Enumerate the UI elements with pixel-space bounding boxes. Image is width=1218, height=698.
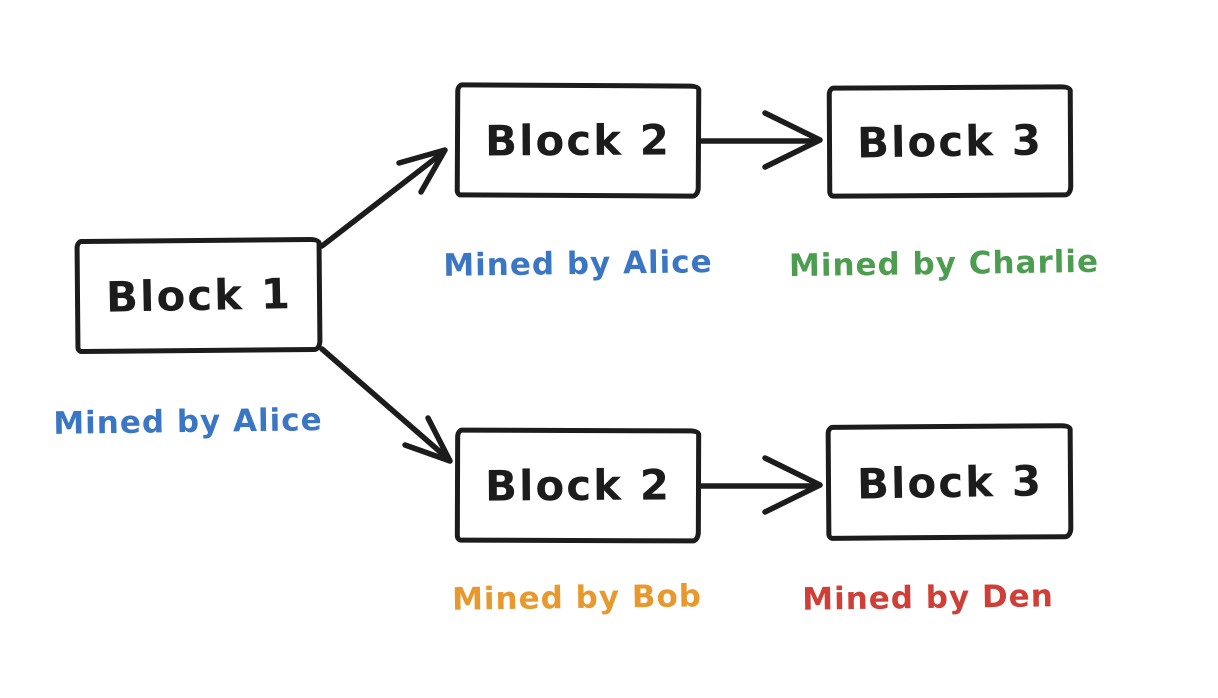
node-block1-label: Block 1: [105, 269, 292, 322]
miner-label-block2-top: Mined by Alice: [443, 244, 713, 284]
arrow-block1-to-block2-top: [319, 147, 448, 249]
node-block2-bottom-label: Block 2: [484, 460, 672, 511]
node-block2-bottom: Block 2: [454, 427, 702, 544]
node-block3-top-label: Block 3: [856, 115, 1044, 168]
miner-label-block1: Mined by Alice: [53, 402, 323, 442]
node-block2-top: Block 2: [454, 82, 702, 199]
node-block1: Block 1: [74, 236, 323, 355]
node-block3-top: Block 3: [826, 84, 1074, 199]
node-block3-bottom: Block 3: [825, 423, 1074, 541]
node-block3-bottom-label: Block 3: [856, 455, 1043, 509]
node-block2-top-label: Block 2: [484, 115, 672, 166]
miner-label-block3-bottom: Mined by Den: [801, 578, 1055, 618]
arrow-block2-top-to-block3-top: [699, 110, 823, 170]
miner-label-block2-bottom: Mined by Bob: [451, 578, 703, 618]
arrow-block2-bottom-to-block3-bottom: [699, 455, 823, 515]
arrow-block1-to-block2-bottom: [319, 346, 453, 464]
miner-label-block3-top: Mined by Charlie: [788, 243, 1100, 285]
